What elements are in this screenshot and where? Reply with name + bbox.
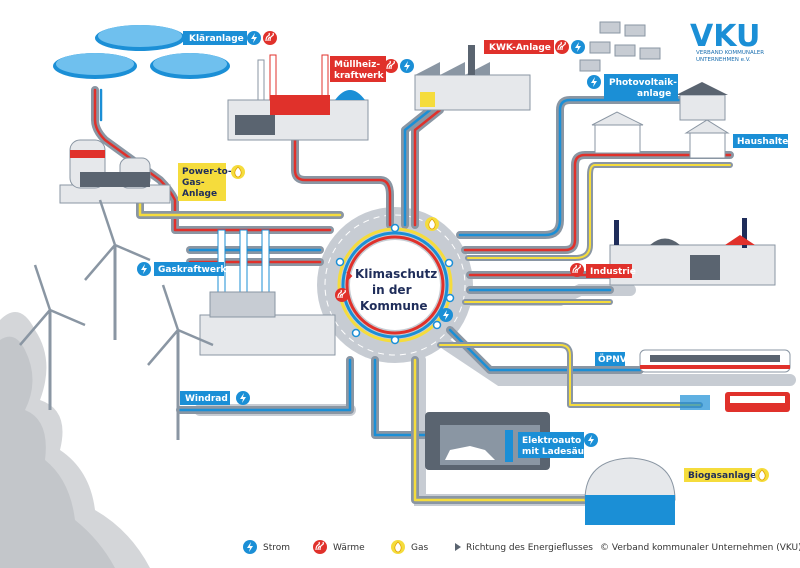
svg-text:UNTERNEHMEN e.V.: UNTERNEHMEN e.V. [696, 57, 751, 63]
solar-illustration [579, 21, 661, 72]
svg-text:VKU: VKU [690, 19, 760, 54]
svg-text:Industrie: Industrie [590, 267, 636, 277]
svg-text:ÖPNV: ÖPNV [598, 354, 627, 365]
tram-illustration [639, 349, 791, 373]
svg-text:Windrad: Windrad [185, 394, 228, 404]
node-pv: Photovoltaik- anlage [587, 74, 678, 100]
kwk-illustration [414, 45, 531, 111]
node-elektroauto: Elektroauto mit Ladesäule [518, 432, 598, 458]
svg-text:anlage: anlage [637, 89, 671, 99]
elektro-bolt-icon [584, 433, 598, 447]
terrain-shade [0, 336, 115, 568]
svg-text:KWK-Anlage: KWK-Anlage [489, 43, 551, 53]
svg-text:Elektroauto: Elektroauto [522, 436, 581, 446]
svg-text:Müllheiz-: Müllheiz- [334, 60, 380, 70]
ring-flame-icon [424, 216, 440, 232]
node-windrad: Windrad [180, 391, 250, 405]
klaeranlage-illustration [53, 25, 230, 79]
node-muellheiz: Müllheiz- kraftwerk [330, 56, 414, 82]
svg-text:Richtung des Energieflusses: Richtung des Energieflusses [466, 543, 593, 553]
legend-waerme-icon [312, 539, 328, 555]
ptg-flame-icon [230, 164, 246, 180]
center-title-1: Klimaschutz [355, 267, 437, 281]
ptg-illustration [59, 139, 171, 204]
center-title-3: Kommune [360, 299, 428, 313]
muell-bolt-icon [400, 59, 414, 73]
svg-text:Biogasanlage: Biogasanlage [688, 471, 756, 481]
gaskraftwerk-illustration [199, 229, 336, 356]
node-kwk: KWK-Anlage [484, 39, 585, 55]
roundabout-lane [324, 214, 466, 356]
node-gaskraftwerk: Gaskraftwerk [137, 262, 227, 276]
ring-waerme [345, 235, 445, 335]
svg-text:mit Ladesäule: mit Ladesäule [522, 447, 593, 457]
muell-heat-icon [383, 58, 399, 74]
kwk-heat-icon [554, 39, 570, 55]
svg-text:Anlage: Anlage [182, 189, 217, 199]
copyright: © Verband kommunaler Unternehmen (VKU) [600, 543, 800, 553]
svg-text:Gaskraftwerk: Gaskraftwerk [158, 265, 227, 275]
bus-illustration [680, 392, 790, 412]
node-klaeranlage: Kläranlage [183, 30, 278, 46]
gaskraftwerk-bolt-icon [137, 262, 151, 276]
svg-text:Strom: Strom [263, 543, 290, 553]
legend: Strom Wärme Gas Richtung des Energieflus… [243, 539, 593, 555]
svg-text:Gas: Gas [411, 543, 428, 553]
kwk-bolt-icon [571, 40, 585, 54]
direction-arrow-icon [455, 543, 461, 551]
node-oepnv: ÖPNV [595, 352, 627, 366]
node-haushalte: Haushalte [733, 134, 788, 148]
svg-text:kraftwerk: kraftwerk [334, 71, 385, 81]
klaeranlage-bolt-icon [247, 31, 261, 45]
wind-turbines [19, 199, 214, 440]
center-title-2: in der [372, 283, 412, 297]
ring-junctions [335, 223, 455, 345]
svg-text:Power-to-: Power-to- [182, 167, 232, 177]
svg-text:Gas-: Gas- [182, 178, 205, 188]
node-ptg: Power-to- Gas- Anlage [178, 163, 246, 201]
svg-text:Haushalte: Haushalte [737, 137, 788, 147]
center-disc [350, 240, 440, 330]
vku-logo: VKU VERBAND KOMMUNALER UNTERNEHMEN e.V. [690, 19, 764, 63]
node-industrie: Industrie [569, 262, 636, 278]
legend-strom-icon [243, 540, 257, 554]
industrie-illustration [609, 218, 776, 286]
klaeranlage-heat-icon [262, 30, 278, 46]
biogas-flame-icon [754, 467, 770, 483]
muell-illustration [227, 54, 369, 141]
pv-bolt-icon [587, 75, 601, 89]
legend-gas-icon [390, 539, 406, 555]
svg-text:Kläranlage: Kläranlage [189, 34, 244, 44]
industrie-heat-icon [569, 262, 585, 278]
svg-text:Photovoltaik-: Photovoltaik- [609, 78, 677, 88]
windrad-bolt-icon [236, 391, 250, 405]
biogas-illustration [584, 457, 676, 525]
svg-text:VERBAND KOMMUNALER: VERBAND KOMMUNALER [696, 50, 764, 56]
ring-heat-icon [334, 287, 350, 303]
svg-text:Wärme: Wärme [333, 543, 365, 553]
ring-bolt-icon [439, 308, 453, 322]
houses-illustration [591, 82, 730, 159]
center-chevron [346, 271, 353, 281]
node-biogas: Biogasanlage [684, 467, 770, 483]
